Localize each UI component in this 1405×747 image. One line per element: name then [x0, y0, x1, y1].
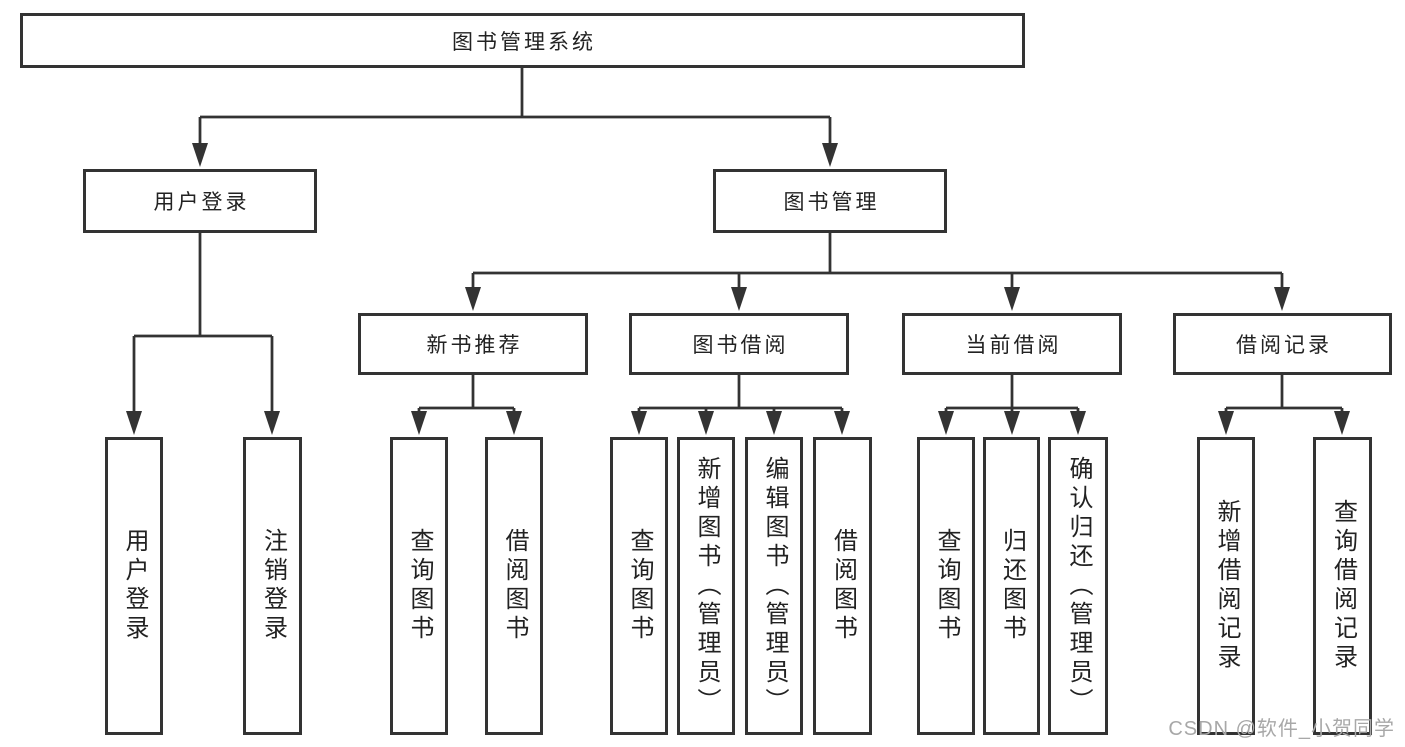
arrowhead-icon: [126, 411, 142, 435]
node-root-label: 图书管理系统: [452, 30, 596, 54]
node-borrow-records-label: 借阅记录: [1236, 334, 1332, 357]
leaf-user-login-label: 用户登录: [121, 528, 148, 644]
node-current-borrow-label: 当前借阅: [965, 334, 1062, 357]
arrowhead-icon: [766, 411, 782, 435]
arrowhead-icon: [731, 287, 747, 311]
arrowhead-icon: [822, 143, 838, 167]
leaf-query-book-1-label: 查询图书: [406, 528, 433, 644]
node-root: 图书管理系统: [20, 13, 1025, 68]
leaf-query-book-1: 查询图书: [390, 437, 448, 735]
edge-borrow-records-to-leaves: [1218, 375, 1350, 435]
leaf-add-book-admin-label: 新增图书（管理员）: [693, 455, 720, 717]
leaf-query-borrow-record-label: 查询借阅记录: [1329, 499, 1357, 673]
leaf-confirm-return-admin: 确认归还（管理员）: [1048, 437, 1108, 735]
leaf-borrow-book-1: 借阅图书: [485, 437, 543, 735]
leaf-borrow-book-2: 借阅图书: [813, 437, 872, 735]
arrowhead-icon: [1004, 411, 1020, 435]
edge-new-book-recommend-to-leaves: [411, 375, 522, 435]
node-book-management-label: 图书管理: [783, 191, 880, 214]
arrowhead-icon: [631, 411, 647, 435]
leaf-add-borrow-record: 新增借阅记录: [1197, 437, 1255, 735]
node-new-book-recommend-label: 新书推荐: [426, 334, 523, 357]
arrowhead-icon: [938, 411, 954, 435]
leaf-return-book-label: 归还图书: [998, 528, 1026, 644]
node-current-borrow: 当前借阅: [902, 313, 1122, 375]
edge-user-login-to-leaves: [126, 233, 280, 435]
leaf-add-book-admin: 新增图书（管理员）: [677, 437, 735, 735]
leaf-query-book-2-label: 查询图书: [626, 528, 653, 644]
leaf-borrow-book-1-label: 借阅图书: [501, 528, 528, 644]
arrowhead-icon: [1004, 287, 1020, 311]
leaf-edit-book-admin: 编辑图书（管理员）: [745, 437, 803, 735]
leaf-return-book: 归还图书: [983, 437, 1040, 735]
leaf-query-book-2: 查询图书: [610, 437, 668, 735]
arrowhead-icon: [834, 411, 850, 435]
node-book-management: 图书管理: [713, 169, 947, 233]
arrowhead-icon: [698, 411, 714, 435]
node-new-book-recommend: 新书推荐: [358, 313, 588, 375]
arrowhead-icon: [465, 287, 481, 311]
node-book-borrow-label: 图书借阅: [692, 334, 789, 357]
edge-current-borrow-to-leaves: [938, 375, 1086, 435]
watermark: CSDN @软件_小贺同学: [1168, 718, 1395, 740]
leaf-logout-login: 注销登录: [243, 437, 302, 735]
node-borrow-records: 借阅记录: [1173, 313, 1392, 375]
node-user-login-label: 用户登录: [153, 191, 250, 214]
edge-book-management-to-level3: [465, 233, 1290, 311]
leaf-query-borrow-record: 查询借阅记录: [1313, 437, 1372, 735]
edge-book-borrow-to-leaves: [631, 375, 850, 435]
leaf-query-book-3-label: 查询图书: [933, 528, 960, 644]
node-book-borrow: 图书借阅: [629, 313, 849, 375]
leaf-query-book-3: 查询图书: [917, 437, 975, 735]
arrowhead-icon: [1334, 411, 1350, 435]
leaf-add-borrow-record-label: 新增借阅记录: [1213, 499, 1240, 673]
leaf-logout-login-label: 注销登录: [259, 528, 287, 644]
arrowhead-icon: [1218, 411, 1234, 435]
arrowhead-icon: [264, 411, 280, 435]
arrowhead-icon: [1070, 411, 1086, 435]
arrowhead-icon: [506, 411, 522, 435]
arrowhead-icon: [1274, 287, 1290, 311]
leaf-edit-book-admin-label: 编辑图书（管理员）: [761, 455, 788, 717]
arrowhead-icon: [192, 143, 208, 167]
node-user-login: 用户登录: [83, 169, 317, 233]
leaf-confirm-return-admin-label: 确认归还（管理员）: [1065, 455, 1092, 717]
arrowhead-icon: [411, 411, 427, 435]
leaf-user-login: 用户登录: [105, 437, 163, 735]
leaf-borrow-book-2-label: 借阅图书: [829, 528, 857, 644]
edge-root-to-level2: [192, 68, 838, 167]
